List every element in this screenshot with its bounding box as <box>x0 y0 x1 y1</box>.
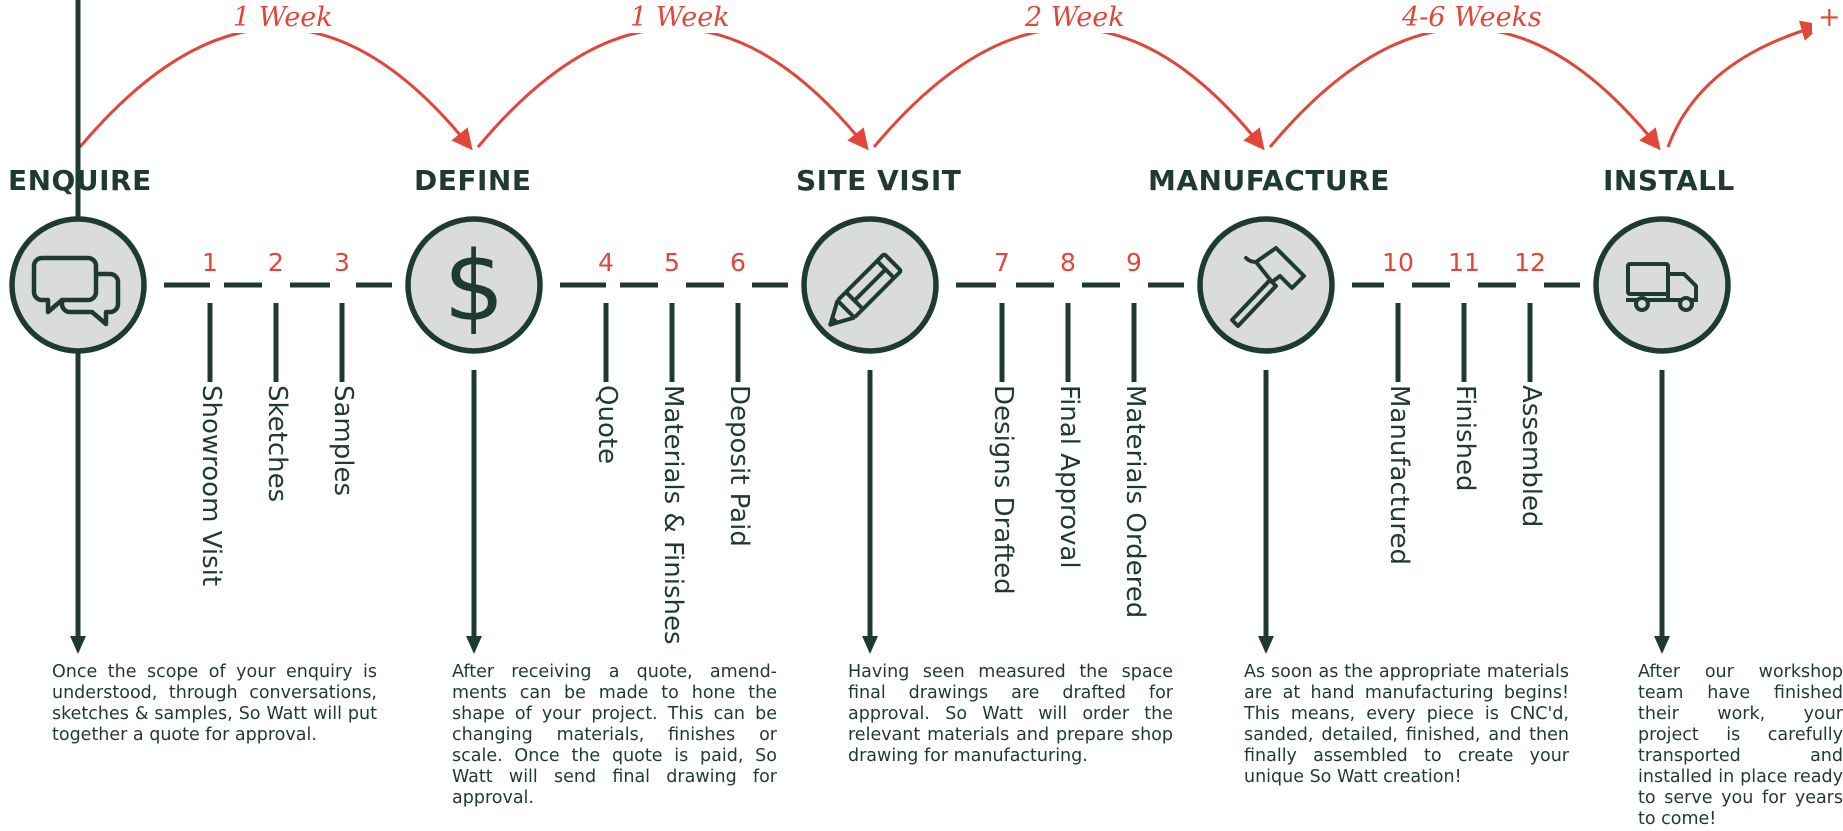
stage-title-manufacture: MANUFACTURE <box>1148 164 1390 197</box>
stage-circle-enquire <box>9 216 147 354</box>
step-label: Assembled <box>1516 385 1546 528</box>
duration-label-2: 1 Week <box>624 2 736 33</box>
step-number: 5 <box>664 248 680 277</box>
stage-title-site-visit: SITE VISIT <box>796 164 962 197</box>
stage-description-define: After receiving a quote, amend-ments can… <box>452 662 777 808</box>
duration-label-5: + <box>1812 2 1843 33</box>
step-ticks <box>207 303 1533 382</box>
step-label: Final Approval <box>1054 385 1084 569</box>
truck-icon <box>1626 262 1698 312</box>
step-label: Quote <box>592 385 622 465</box>
step-label: Materials Ordered <box>1120 385 1150 619</box>
step-label: Materials & Finishes <box>658 385 688 645</box>
step-number: 7 <box>994 248 1010 277</box>
stage-title-install: INSTALL <box>1603 164 1735 197</box>
step-number: 8 <box>1060 248 1076 277</box>
step-number: 10 <box>1382 248 1414 277</box>
stage-title-enquire: ENQUIRE <box>8 164 152 197</box>
step-number: 12 <box>1514 248 1546 277</box>
step-number: 4 <box>598 248 614 277</box>
stage-circles <box>9 216 1731 354</box>
step-number: 1 <box>202 248 218 277</box>
pencil-icon <box>828 252 903 327</box>
step-label: Manufactured <box>1384 385 1414 565</box>
step-number: 3 <box>334 248 350 277</box>
down-arrow-head <box>1654 636 1670 654</box>
step-label: Deposit Paid <box>724 385 754 547</box>
duration-arcs <box>78 20 1823 151</box>
step-number: 6 <box>730 248 746 277</box>
step-label: Samples <box>328 385 358 497</box>
stage-description-manufacture: As soon as the appropriate materials are… <box>1244 662 1569 787</box>
step-label: Designs Drafted <box>988 385 1018 595</box>
duration-label-3: 2 Week <box>1019 2 1131 33</box>
down-arrow-head <box>70 636 86 654</box>
down-arrow-head <box>862 636 878 654</box>
duration-arc-1 <box>78 27 473 151</box>
dollar-icon: $ <box>443 231 504 343</box>
down-arrow-head <box>1258 636 1274 654</box>
stage-title-define: DEFINE <box>414 164 532 197</box>
duration-label-4: 4-6 Weeks <box>1396 2 1548 33</box>
chat-bubbles-icon <box>31 255 121 327</box>
duration-arc-3 <box>872 27 1265 151</box>
step-label: Finished <box>1450 385 1480 492</box>
stage-circle-define <box>405 216 543 354</box>
duration-arc-2 <box>476 27 869 151</box>
duration-arc-5 <box>1666 20 1823 148</box>
step-label: Showroom Visit <box>196 385 226 587</box>
stage-circle-install <box>1593 216 1731 354</box>
stage-description-site-visit: Having seen measured the space final dra… <box>848 662 1173 766</box>
step-number: 11 <box>1448 248 1480 277</box>
down-arrow-head <box>466 636 482 654</box>
stage-description-enquire: Once the scope of your enquiry is unders… <box>52 662 377 745</box>
step-number: 2 <box>268 248 284 277</box>
step-number: 9 <box>1126 248 1142 277</box>
hammer-icon <box>1230 246 1306 328</box>
step-label: Sketches <box>262 385 292 503</box>
duration-label-1: 1 Week <box>227 2 339 33</box>
stage-description-install: After our workshop team have finished th… <box>1638 662 1843 829</box>
duration-arc-4 <box>1268 27 1661 151</box>
